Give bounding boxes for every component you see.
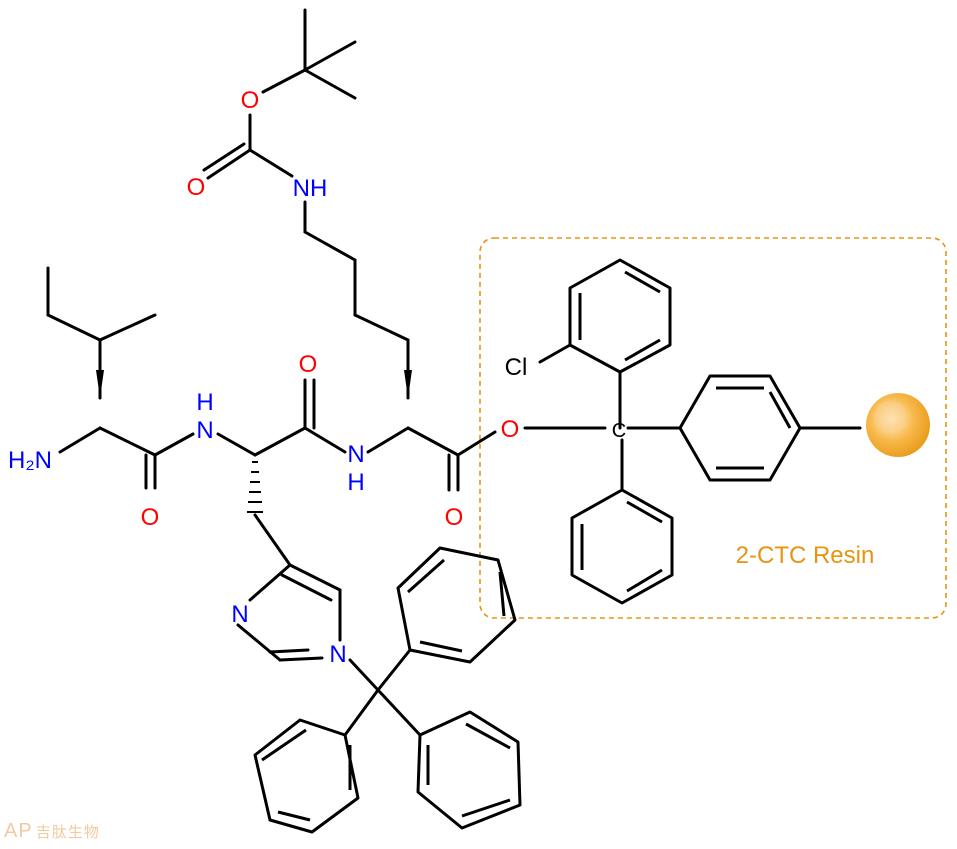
stereo-wedges — [96, 370, 412, 398]
atom-o-his: O — [299, 351, 318, 378]
atom-cl: Cl — [505, 354, 528, 381]
atom-o-lys: O — [445, 504, 464, 531]
resin-label: 2-CTC Resin — [736, 542, 875, 569]
atom-h-amide-1: H — [196, 389, 213, 416]
atom-n-amide-1: N — [196, 417, 213, 444]
benzene-rings — [253, 258, 802, 834]
atom-o-link: O — [501, 416, 520, 443]
bond-lines — [46, 8, 862, 737]
atom-o-ile: O — [141, 504, 160, 531]
resin-region-box — [479, 237, 947, 619]
atom-h-amide-2: H — [347, 469, 364, 496]
atom-o-boc-ester: O — [241, 87, 260, 114]
hash-bonds — [247, 461, 263, 513]
atom-o-boc-carbonyl: O — [187, 174, 206, 201]
atom-c-trityl: C — [612, 420, 626, 442]
watermark-chinese-text: 吉肽生物 — [35, 823, 100, 841]
atom-n-boc: NH — [293, 175, 328, 202]
atom-n-amine: H₂N — [8, 447, 52, 474]
atom-n-imidazole-2: N — [329, 641, 346, 668]
atom-n-imidazole-1: N — [231, 601, 248, 628]
atom-n-amide-2: N — [347, 441, 364, 468]
watermark-logo-text: AP — [4, 820, 33, 842]
